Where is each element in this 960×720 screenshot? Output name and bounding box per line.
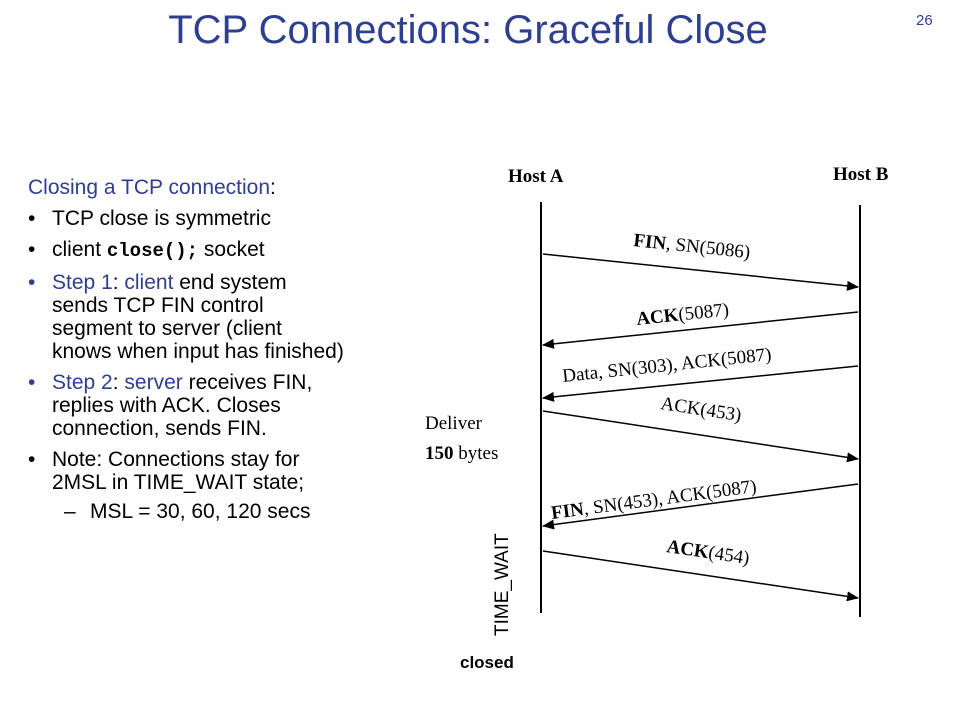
step2-actor: server <box>124 371 183 394</box>
label-ack-453-rest: ACK(453) <box>659 393 743 426</box>
label-ack-454-rest: (454) <box>707 542 751 569</box>
arrow-ack454-a-to-b <box>542 550 859 602</box>
label-ack-5087-bold: ACK <box>635 305 679 330</box>
label-fin-453-bold: FIN <box>550 499 585 524</box>
time-wait-label: TIME_WAIT <box>492 533 513 636</box>
step1-line2: sends TCP FIN control <box>52 294 264 317</box>
note-line1: Note: Connections stay for <box>52 448 300 471</box>
label-data-303-rest: Data, SN(303), ACK(5087) <box>561 344 772 387</box>
sub-bullet-text: MSL = 30, 60, 120 secs <box>90 500 311 523</box>
slide-title: TCP Connections: Graceful Close <box>168 8 768 52</box>
arrow-data-b-to-a <box>542 365 859 402</box>
label-fin-453-rest: , SN(453), ACK(5087) <box>582 476 757 520</box>
deliver-bytes-count: 150 <box>425 443 454 464</box>
host-a-label: Host A <box>508 166 564 187</box>
label-ack-454-bold: ACK <box>665 536 710 563</box>
step1-label: Step 1 <box>52 271 113 294</box>
deliver-label: Deliver <box>425 413 483 434</box>
slide-number: 26 <box>916 12 933 29</box>
arrow-fin-b-to-a <box>542 483 859 530</box>
label-ack-453: ACK(453) <box>659 393 743 426</box>
label-ack-454: ACK(454) <box>665 536 751 569</box>
step2-sep: : <box>112 371 125 394</box>
closed-label: closed <box>460 653 514 672</box>
arrow-fin-a-to-b <box>542 253 859 291</box>
label-ack-5087-rest: (5087) <box>677 299 730 325</box>
deliver-bytes-unit: bytes <box>454 443 499 464</box>
step1-sep: : <box>112 271 125 294</box>
sub-bullet-list: MSL = 30, 60, 120 secs <box>52 500 428 523</box>
arrow-ack453-a-to-b <box>542 410 859 463</box>
step2-line1: receives FIN, <box>182 371 313 394</box>
bullet-pre: client <box>52 238 107 261</box>
step1-line3: segment to server (client <box>52 317 282 340</box>
step2-label: Step 2 <box>52 371 113 394</box>
step2-line3: connection, sends FIN. <box>52 417 267 440</box>
arrow-ack-b-to-a <box>542 311 859 349</box>
step1-line4: knows when input has finished) <box>52 340 344 363</box>
intro-colon: : <box>270 176 276 199</box>
step2-line2: replies with ACK. Closes <box>52 394 281 417</box>
note-line2: 2MSL in TIME_WAIT state; <box>52 471 305 494</box>
bullet-post: socket <box>198 238 265 261</box>
intro-line: Closing a TCP connection: <box>28 176 428 199</box>
deliver-bytes-label: 150 bytes <box>425 443 498 464</box>
intro-label: Closing a TCP connection <box>28 176 271 199</box>
label-ack-5087: ACK(5087) <box>635 299 730 330</box>
label-fin-5086-bold: FIN <box>632 230 667 254</box>
label-fin-5086: FIN, SN(5086) <box>632 230 751 263</box>
code-close-call: close(); <box>106 240 199 262</box>
step1-line1: end system <box>173 271 287 294</box>
slide-body: Closing a TCP connection: TCP close is s… <box>28 176 428 531</box>
step1-actor: client <box>124 271 174 294</box>
bullet-client-close: client close(); socket <box>28 238 428 263</box>
bullet-close-symmetric: TCP close is symmetric <box>28 207 428 230</box>
sub-bullet-msl: MSL = 30, 60, 120 secs <box>64 500 428 523</box>
label-fin-5086-rest: , SN(5086) <box>665 234 751 264</box>
bullet-step-2: Step 2: server receives FIN,replies with… <box>28 371 428 440</box>
label-data-303: Data, SN(303), ACK(5087) <box>561 344 772 387</box>
label-fin-453: FIN, SN(453), ACK(5087) <box>550 476 758 524</box>
bullet-list: TCP close is symmetric client close(); s… <box>28 207 428 523</box>
host-b-label: Host B <box>833 164 889 185</box>
bullet-text: TCP close is symmetric <box>52 207 271 230</box>
